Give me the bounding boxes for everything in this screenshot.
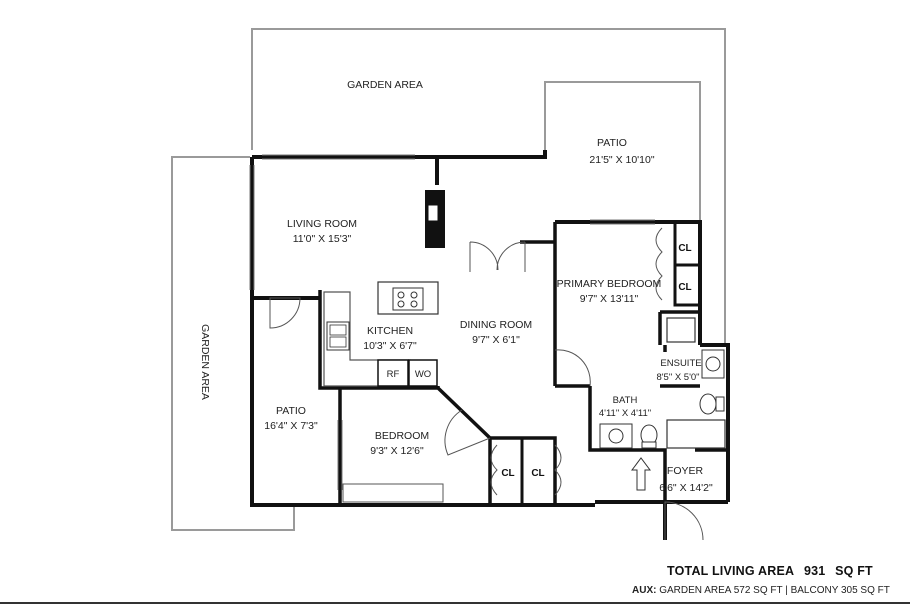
total-living-area: TOTAL LIVING AREA 931 SQ FT xyxy=(667,564,879,578)
cooktop-icon xyxy=(392,287,424,311)
burners-icon xyxy=(397,291,418,308)
bedroom-name: BEDROOM xyxy=(375,430,429,442)
living-name: LIVING ROOM xyxy=(287,218,357,230)
dining-door-left xyxy=(469,241,499,272)
ensuite-toilet-icon xyxy=(699,393,717,415)
aux-area: AUX: GARDEN AREA 572 SQ FT | BALCONY 305… xyxy=(632,585,890,596)
foyer-dims: 6'6" X 14'2" xyxy=(659,482,713,494)
primary-closet-doors xyxy=(655,227,663,301)
bedroom-closet-shelf xyxy=(342,483,444,503)
total-unit: SQ FT xyxy=(835,564,873,578)
wo-label: WO xyxy=(415,369,431,380)
dining-door-right xyxy=(496,241,526,272)
interior-walls xyxy=(318,222,728,505)
rf-label: RF xyxy=(387,369,400,380)
bath-dims: 4'11" X 4'11" xyxy=(599,408,651,419)
total-value: 931 xyxy=(803,564,826,578)
cl2-label: CL xyxy=(678,282,691,293)
garden-top-label: GARDEN AREA xyxy=(347,79,423,91)
aux-text: GARDEN AREA 572 SQ FT | BALCONY 305 SQ F… xyxy=(659,585,890,596)
entry-arrow-icon xyxy=(631,457,651,491)
bedroom-door xyxy=(444,409,491,456)
cl1-label: CL xyxy=(678,243,691,254)
ensuite-name: ENSUITE xyxy=(660,358,701,369)
kitchen-patio-door xyxy=(269,297,301,329)
ensuite-sink-icon xyxy=(701,349,725,379)
patio-top-name: PATIO xyxy=(597,137,627,149)
shower-icon xyxy=(666,317,696,343)
kitchen-name: KITCHEN xyxy=(367,325,413,337)
primary-name: PRIMARY BEDROOM xyxy=(557,278,662,290)
aux-label: AUX: xyxy=(632,585,657,596)
cl4-doors xyxy=(554,444,562,496)
fridge-box xyxy=(377,359,409,387)
kitchen-sink-icon xyxy=(326,321,350,351)
living-dims: 11'0" X 15'3" xyxy=(293,233,352,245)
ensuite-dims: 8'5" X 5'0" xyxy=(656,372,699,383)
patio-left-name: PATIO xyxy=(276,405,306,417)
garden-top-outline xyxy=(251,28,726,345)
wall-oven-box xyxy=(408,359,438,387)
dining-name: DINING ROOM xyxy=(460,319,532,331)
patio-top-outline xyxy=(544,81,701,345)
patio-top-dims: 21'5" X 10'10" xyxy=(589,154,654,166)
total-label: TOTAL LIVING AREA xyxy=(667,564,795,578)
bathtub-icon xyxy=(666,419,726,449)
fireplace-opening xyxy=(427,204,439,222)
dining-dims: 9'7" X 6'1" xyxy=(472,334,520,346)
cl4-label: CL xyxy=(531,468,544,479)
garden-left-outline xyxy=(171,156,295,531)
bath-name: BATH xyxy=(613,395,638,406)
primary-door xyxy=(554,349,591,387)
bedroom-dims: 9'3" X 12'6" xyxy=(370,445,424,457)
bath-sink-icon xyxy=(599,423,633,449)
patio-left-dims: 16'4" X 7'3" xyxy=(264,420,318,432)
cl3-doors xyxy=(490,444,498,496)
primary-dims: 9'7" X 13'11" xyxy=(580,293,639,305)
garden-left-label: GARDEN AREA xyxy=(199,324,211,400)
cl3-label: CL xyxy=(501,468,514,479)
primary-closet-walls xyxy=(673,222,700,307)
kitchen-dims: 10'3" X 6'7" xyxy=(363,340,417,352)
footer-divider xyxy=(0,602,910,604)
foyer-name: FOYER xyxy=(667,465,704,477)
entry-door xyxy=(664,501,704,541)
